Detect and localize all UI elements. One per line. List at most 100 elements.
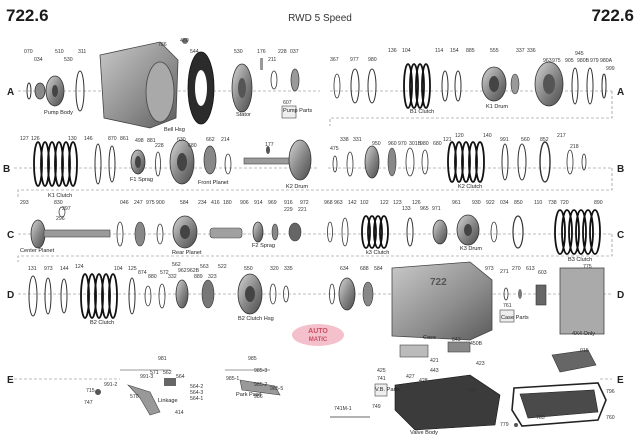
part-number: 980: [368, 57, 377, 63]
part-number: 986: [254, 394, 263, 400]
b3-clutch-pack: [554, 209, 601, 255]
part-number: 338: [340, 137, 349, 143]
friction-plate-bore-icon: [195, 70, 207, 106]
part-number: 979: [590, 58, 599, 64]
snap-ring-icon: [421, 149, 429, 175]
part-number: 293: [20, 200, 29, 206]
part-number: 530: [64, 57, 73, 63]
part-number: 335: [284, 266, 293, 272]
seal-ring-icon: [503, 287, 509, 301]
caption-k1-clutch: K1 Clutch: [48, 193, 72, 199]
part-number: 125: [128, 266, 137, 272]
bearing-icon: [288, 222, 302, 242]
part-number: 985-2: [254, 382, 267, 388]
part-number: 425: [377, 368, 386, 374]
part-number: 104: [402, 48, 411, 54]
part-number: 126: [31, 136, 40, 142]
snap-ring-icon: [94, 143, 102, 185]
caption-rear-planet: Rear Planet: [172, 250, 202, 256]
part-number: 965: [420, 206, 429, 212]
part-number: 034: [34, 57, 43, 63]
part-number: 142: [348, 200, 357, 206]
wave-spring-icon: [571, 67, 579, 105]
part-number: 127: [20, 136, 29, 142]
part-number: 121: [443, 137, 452, 143]
pump-parts-box: [281, 105, 297, 119]
part-captions: Pump Body Bell Hsg Stator Pump Parts B1 …: [20, 104, 595, 436]
detent-spring-icon: [164, 378, 176, 386]
rear-planet-bore-icon: [180, 225, 190, 239]
caption-case-casting: 722: [430, 277, 447, 288]
stator-pin-icon: [260, 58, 263, 70]
part-number: 332: [168, 274, 177, 280]
part-number: 180: [223, 200, 232, 206]
planet-bearing-icon: [134, 221, 146, 247]
part-number: 749: [372, 404, 381, 410]
part-number: 950: [372, 141, 381, 147]
thrust-washer-icon: [346, 151, 354, 177]
part-number: 070: [24, 49, 33, 55]
seal-ring-icon: [329, 283, 335, 305]
caption-k3-clutch: k3 Clutch: [366, 250, 389, 256]
part-number: 131: [28, 266, 37, 272]
part-number: 980B: [577, 58, 590, 64]
snap-ring-icon: [341, 217, 349, 247]
part-number: 972: [300, 200, 309, 206]
pump-gasket-icon: [75, 70, 85, 112]
part-number: 110: [534, 200, 542, 206]
part-number: 889: [194, 274, 203, 280]
part-number: 176: [257, 49, 266, 55]
pressure-plate-icon: [501, 143, 509, 181]
k3-clutch-pack: [361, 215, 389, 249]
clutch-hub-ring-icon: [539, 141, 551, 183]
k1-clutch-pack: [33, 141, 78, 187]
part-number: 720: [560, 200, 569, 206]
part-number: 416: [211, 200, 220, 206]
part-number: 564-2: [190, 384, 203, 390]
snap-ring-icon: [128, 277, 136, 315]
part-number: 144: [60, 266, 69, 272]
part-number: 738: [548, 200, 557, 206]
part-number: 963: [334, 200, 343, 206]
row-label-e: E: [7, 375, 14, 386]
part-number: 607: [283, 100, 292, 106]
part-number: 564-1: [190, 396, 203, 402]
part-number: 975: [146, 200, 155, 206]
valve-body-icon: [394, 374, 501, 431]
part-number: 985: [248, 356, 257, 362]
caption-k2-clutch: K2 Clutch: [458, 184, 482, 190]
row-label-b: B: [3, 164, 11, 175]
row-label-c: C: [7, 230, 15, 241]
row-label-e-right: E: [617, 375, 624, 386]
thrust-washer-icon: [116, 221, 124, 247]
part-number: 584: [180, 200, 189, 206]
part-number: 962: [178, 268, 187, 274]
row-e-parts: [95, 341, 607, 431]
caption-park-pawl: Park Pawl: [236, 392, 261, 398]
part-number: 475: [330, 146, 339, 152]
stator-washer-icon: [270, 70, 278, 90]
part-number: 560: [521, 137, 530, 143]
part-number: 427: [406, 374, 415, 380]
transmission-case-icon: [391, 261, 493, 341]
part-number: 870: [108, 136, 117, 142]
b2-clutch-housing-bore-icon: [245, 286, 255, 302]
part-number: 630: [177, 137, 186, 143]
part-number: 034: [500, 200, 509, 206]
part-number: 786: [158, 42, 167, 48]
part-number: 881: [147, 138, 156, 144]
seal-ring-icon: [333, 73, 341, 99]
model-title-right: 722.6: [591, 6, 634, 25]
part-number: 562: [163, 370, 172, 376]
caption-valve-body: Valve Body: [410, 430, 438, 436]
caption-b1-clutch: B1 Clutch: [410, 109, 434, 115]
part-number: 971: [432, 206, 441, 212]
part-number: 320: [270, 266, 279, 272]
part-number: 443: [430, 368, 439, 374]
part-number: 930: [472, 200, 481, 206]
part-number: 498: [135, 138, 144, 144]
4x4-adapter-icon: [559, 267, 605, 335]
caption-b2-clutch-hsg: B2 Clutch Hsg: [238, 316, 274, 322]
part-number: 572: [160, 270, 169, 276]
